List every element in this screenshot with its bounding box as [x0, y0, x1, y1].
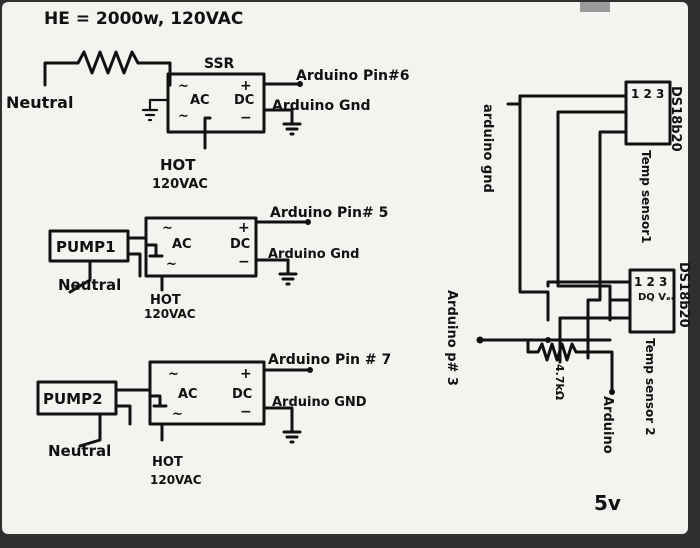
pump2-label: PUMP2	[43, 390, 103, 408]
board-surface	[2, 2, 688, 534]
ssr2-ground-left	[144, 243, 164, 258]
neutral2-wire	[68, 259, 92, 294]
gnd1-label: Arduino Gnd	[272, 98, 370, 114]
hot2-v: 120VAC	[144, 307, 196, 321]
5v-label: 5v	[594, 491, 621, 515]
gnd2-wire	[254, 258, 298, 286]
ard-p3-label: Arduino p# 3	[444, 290, 459, 386]
pump2-box	[36, 380, 118, 416]
pin6-dot	[297, 81, 303, 87]
neutral1-label: Neutral	[6, 93, 73, 112]
ssr1-ground-left	[141, 98, 170, 122]
pin5-dot	[305, 219, 311, 225]
ssr3-dc: DC	[232, 387, 252, 402]
heater-resistor	[43, 50, 172, 87]
ssr2-tilde2: ~	[166, 257, 177, 272]
ssr3-ac: AC	[178, 387, 198, 402]
neutral3-wire	[78, 412, 102, 448]
pin7-label: Arduino Pin # 7	[268, 352, 391, 368]
neutral3-label: Neutral	[48, 442, 111, 460]
hot3-label: HOT	[152, 455, 183, 470]
ssr2-box	[144, 216, 258, 278]
s1-pin1-wire	[518, 94, 628, 322]
sensor2-pins: 1 2 3	[634, 275, 667, 289]
gnd3-label: Arduino GND	[272, 395, 367, 410]
gnd2-label: Arduino Gnd	[268, 247, 359, 262]
pump2-wires	[114, 388, 152, 426]
pin5-label: Arduino Pin# 5	[270, 205, 388, 221]
heater-label: HE = 2000w, 120VAC	[44, 9, 243, 29]
sensor2-label: Temp sensor 2	[643, 338, 657, 436]
sensor1-ds: DS18b20	[668, 86, 683, 152]
sensor1-label: Temp sensor1	[639, 150, 653, 243]
pin3-dot	[476, 336, 484, 344]
s2-pin1-wire	[546, 280, 632, 288]
ssr1-title: SSR	[204, 56, 235, 72]
pullup-resistor	[526, 338, 592, 362]
ssr3-ground-left	[148, 394, 168, 408]
ssr3-tilde2: ~	[172, 407, 183, 422]
s1-pin2-wire	[556, 110, 628, 322]
resistor-label: 4.7kΩ	[553, 364, 566, 401]
sensor2-dq: DQ Vₑₑ	[638, 292, 676, 303]
sensor1-pins: 1 2 3	[631, 87, 664, 101]
neutral2-label: Neutral	[58, 276, 121, 294]
hot1-label: HOT	[160, 156, 196, 174]
5v-dot	[609, 389, 615, 395]
ssr3-tilde: ~	[168, 367, 179, 382]
ssr1-tilde: ~	[178, 79, 189, 94]
ssr1-box	[166, 72, 266, 134]
ssr2-plus: +	[238, 220, 250, 236]
ssr3-minus: −	[240, 404, 252, 420]
ssr2-ac: AC	[172, 237, 192, 252]
pump1-label: PUMP1	[56, 238, 116, 256]
board-clip	[580, 2, 610, 12]
ssr3-box	[148, 360, 266, 426]
5v-wire	[588, 350, 614, 394]
ard-gnd-label: arduino gnd	[480, 104, 495, 193]
ssr3-plus: +	[240, 366, 252, 382]
ard5v-label: Arduino	[600, 396, 615, 454]
ssr1-hot-wire	[203, 116, 212, 150]
hot2-label: HOT	[150, 293, 181, 308]
pin7-dot	[307, 367, 313, 373]
ssr1-tilde2: ~	[178, 109, 189, 124]
gnd-stub	[506, 94, 522, 106]
ssr2-minus: −	[238, 254, 250, 270]
pin6-label: Arduino Pin#6	[296, 68, 409, 84]
ssr2-dc: DC	[230, 237, 250, 252]
sensor2-ds: DS18b20	[676, 262, 691, 328]
hot1-v: 120VAC	[152, 177, 208, 192]
gnd1-wire	[262, 108, 302, 136]
ssr2-tilde: ~	[162, 221, 173, 236]
pump1-wires	[126, 236, 148, 278]
ssr1-dc: DC	[234, 93, 254, 108]
ssr1-minus: −	[240, 110, 252, 126]
gnd3-wire	[262, 406, 302, 444]
hot3-v: 120VAC	[150, 473, 202, 487]
pin3-junction	[545, 337, 551, 343]
ssr1-ac: AC	[190, 93, 210, 108]
ssr1-plus: +	[240, 78, 252, 94]
